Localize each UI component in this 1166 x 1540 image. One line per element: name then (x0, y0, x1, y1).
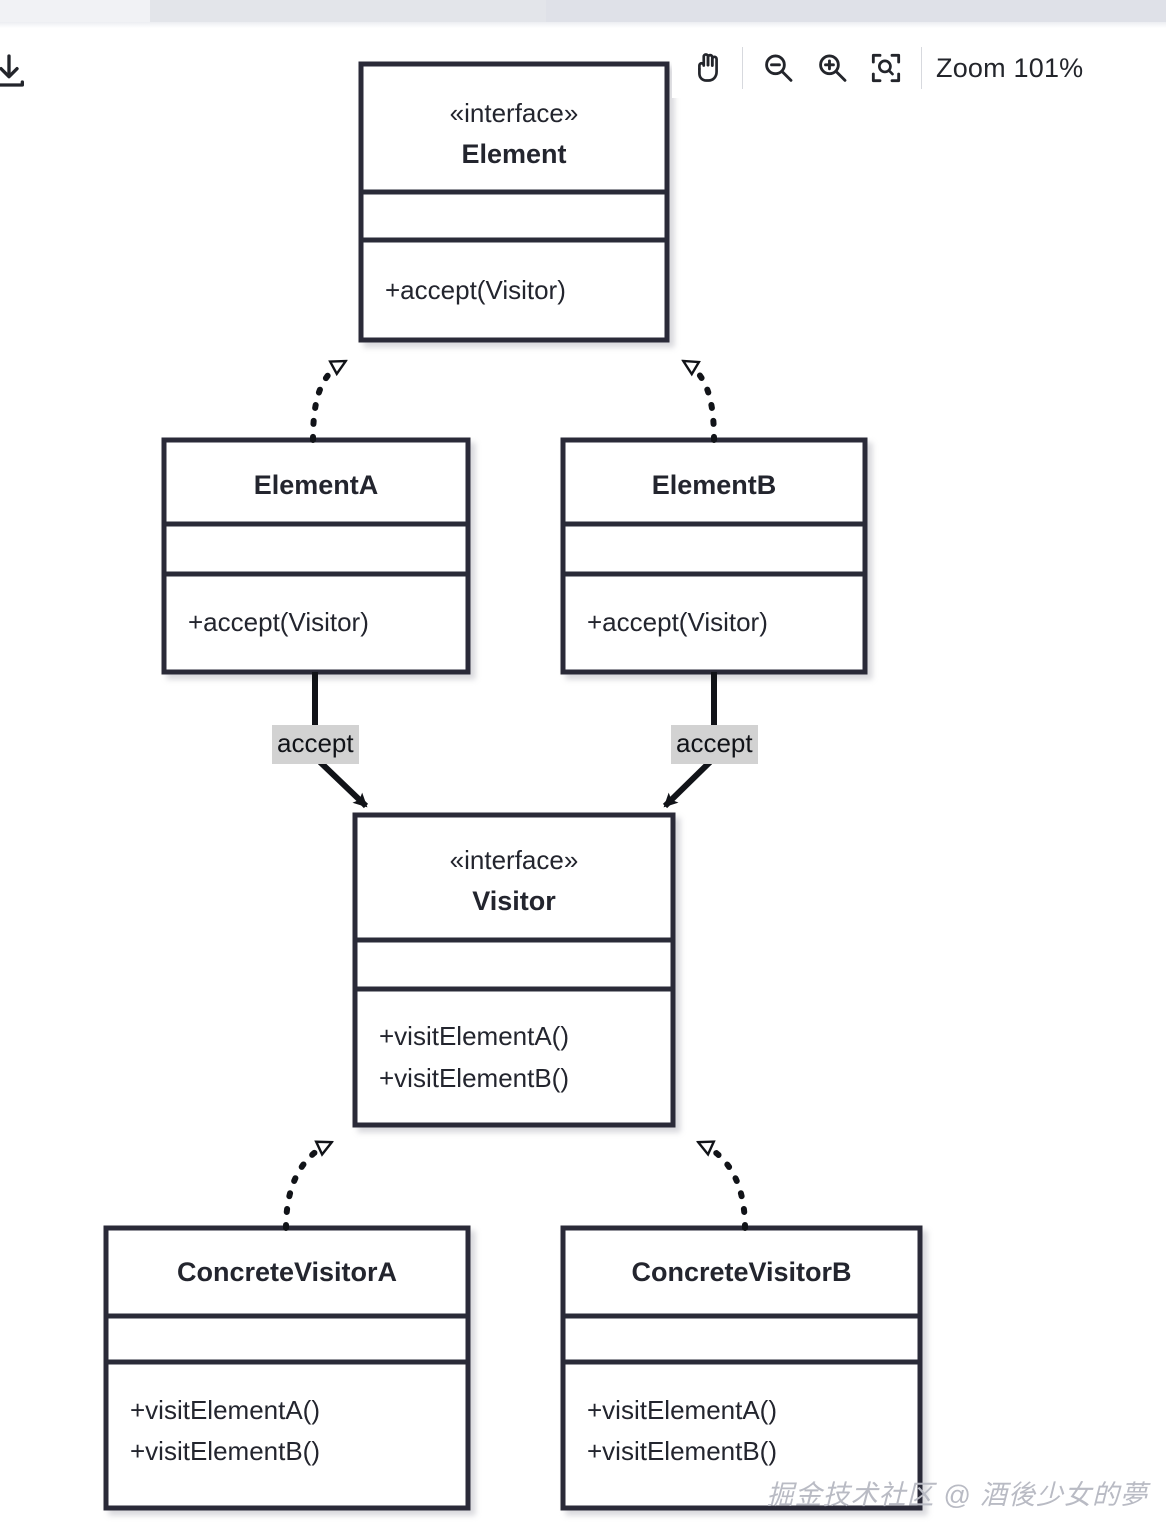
class-box-concretevisitorb[interactable] (560, 1225, 923, 1511)
class-box-visitor-frame (352, 812, 676, 1128)
class-box-visitor[interactable] (352, 812, 676, 1128)
zoom-in-button[interactable] (805, 41, 859, 95)
zoom-out-button[interactable] (751, 41, 805, 95)
zoom-out-icon (765, 54, 793, 82)
fit-to-screen-icon (871, 53, 901, 83)
pan-tool-button[interactable] (680, 41, 734, 95)
assoc-elementb-to-visitor (662, 759, 713, 809)
class-box-elementb[interactable] (560, 437, 868, 675)
fit-to-screen-button[interactable] (859, 41, 913, 95)
realization-concretevisitorb-to-visitor (700, 1140, 748, 1231)
class-box-elementa[interactable] (161, 437, 471, 675)
realization-elementa-to-element (310, 359, 344, 443)
hand-pan-icon (698, 53, 718, 82)
realization-elementb-to-element (685, 359, 717, 443)
class-box-concretevisitora[interactable] (103, 1225, 471, 1511)
assoc-elementa-to-visitor (317, 759, 369, 809)
class-box-element[interactable] (358, 61, 670, 343)
class-box-element-frame (358, 61, 670, 343)
class-box-concretevisitora-frame (103, 1225, 471, 1511)
page-chrome-strip-mid (150, 0, 546, 22)
page-chrome-strip-right (546, 0, 1166, 22)
edge-label-accept-left: accept (272, 725, 359, 764)
page-chrome-fade (0, 22, 1166, 28)
zoom-in-icon (819, 54, 847, 82)
class-box-concretevisitorb-frame (560, 1225, 923, 1511)
download-icon (0, 54, 24, 87)
toolbar-separator-1 (742, 47, 743, 89)
realization-concretevisitora-to-visitor (283, 1140, 330, 1231)
viewer-toolbar: Zoom 101% (672, 38, 1094, 98)
zoom-level-label[interactable]: Zoom 101% (936, 52, 1084, 83)
class-box-elementb-frame (560, 437, 868, 675)
class-box-elementa-frame (161, 437, 471, 675)
edge-label-accept-right: accept (671, 725, 758, 764)
toolbar-separator-2 (921, 47, 922, 89)
download-button[interactable] (0, 42, 40, 100)
page-chrome-strip-left (0, 0, 150, 22)
